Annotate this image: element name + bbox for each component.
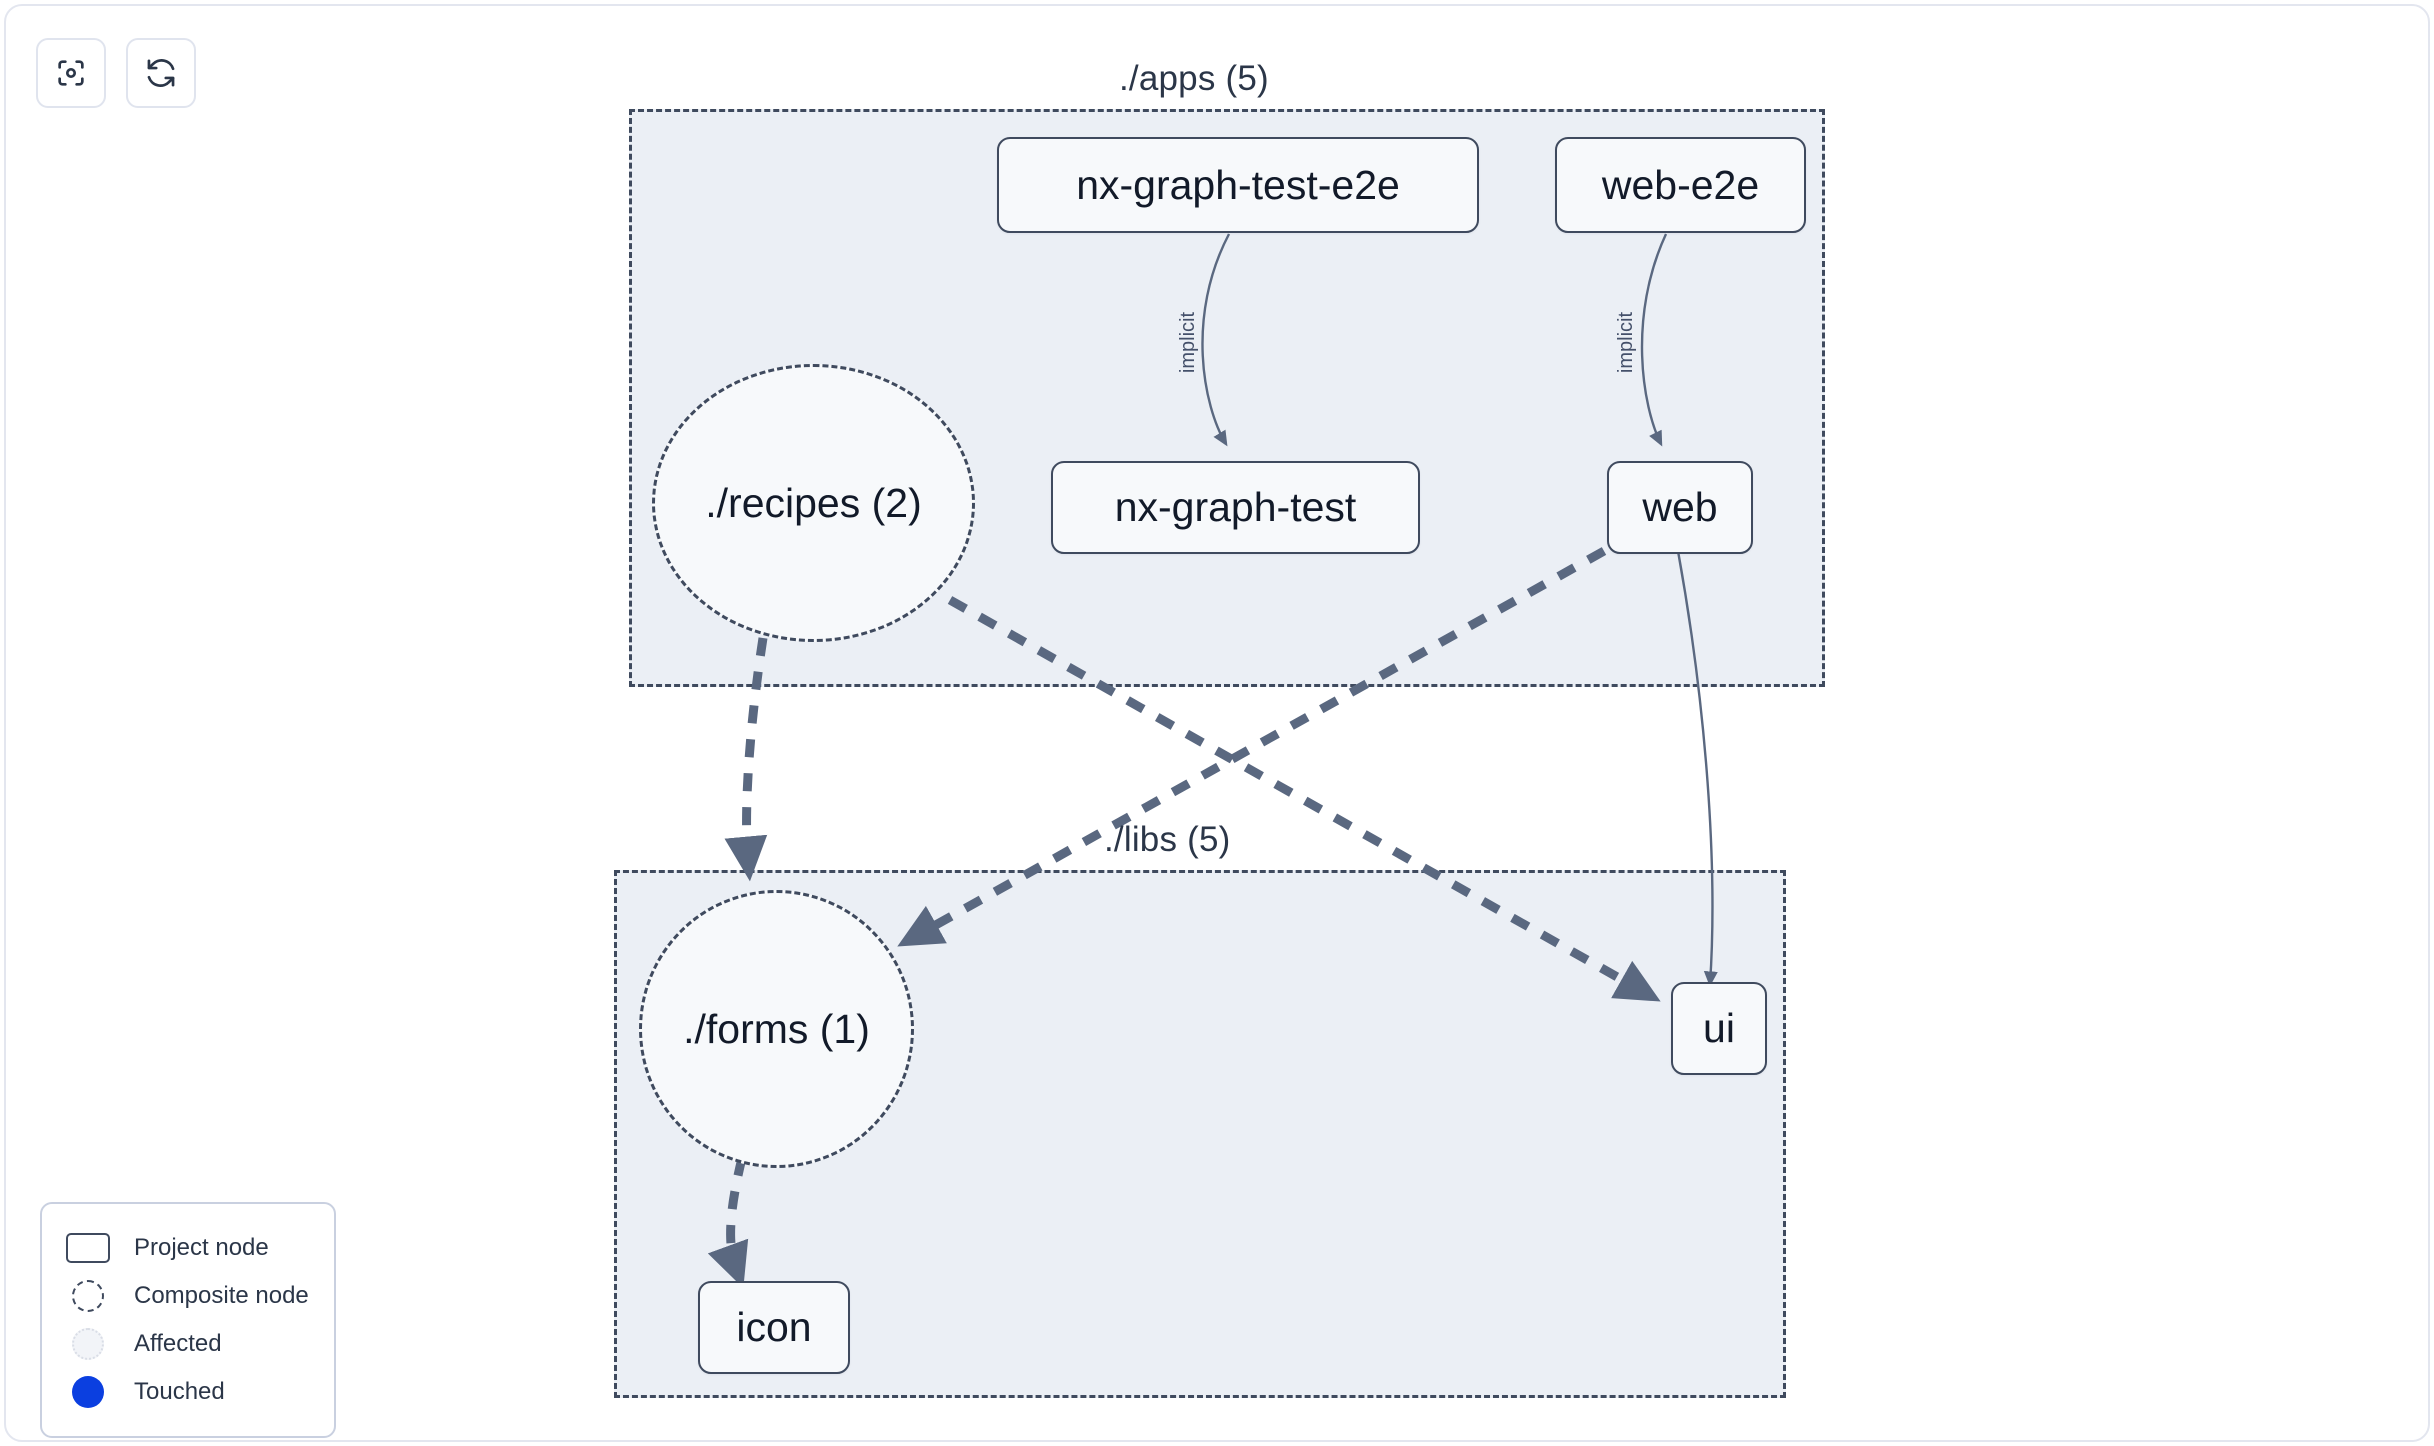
legend-item-project: Project node xyxy=(64,1224,312,1272)
project-graph-canvas[interactable]: ./apps (5) ./libs (5) xyxy=(6,6,2428,1440)
focus-target-icon xyxy=(54,56,88,90)
group-label-libs: ./libs (5) xyxy=(1104,820,1231,859)
legend-item-composite: Composite node xyxy=(64,1272,312,1320)
node-nx-graph-test[interactable]: nx-graph-test xyxy=(1051,461,1420,554)
edge-label-implicit-nx-graph-test: implicit xyxy=(1177,311,1200,374)
focus-graph-button[interactable] xyxy=(36,38,106,108)
group-label-apps: ./apps (5) xyxy=(1119,59,1269,98)
node-nx-graph-test-e2e[interactable]: nx-graph-test-e2e xyxy=(997,137,1479,233)
graph-legend: Project node Composite node Affected Tou… xyxy=(40,1202,336,1438)
legend-label-touched: Touched xyxy=(134,1378,225,1405)
project-node-swatch-icon xyxy=(64,1231,112,1265)
node-web-e2e[interactable]: web-e2e xyxy=(1555,137,1806,233)
node-ui[interactable]: ui xyxy=(1671,982,1767,1075)
touched-node-swatch-icon xyxy=(64,1375,112,1409)
node-web[interactable]: web xyxy=(1607,461,1753,554)
node-forms[interactable]: ./forms (1) xyxy=(639,890,914,1168)
edge-label-implicit-web: implicit xyxy=(1615,311,1638,374)
app-frame: ./apps (5) ./libs (5) xyxy=(4,4,2430,1442)
graph-toolbar xyxy=(36,38,196,108)
composite-node-swatch-icon xyxy=(64,1279,112,1313)
node-recipes[interactable]: ./recipes (2) xyxy=(652,364,975,642)
affected-node-swatch-icon xyxy=(64,1327,112,1361)
legend-label-affected: Affected xyxy=(134,1330,222,1357)
legend-item-affected: Affected xyxy=(64,1320,312,1368)
legend-label-composite: Composite node xyxy=(134,1282,309,1309)
refresh-icon xyxy=(144,56,178,90)
node-icon[interactable]: icon xyxy=(698,1281,850,1374)
legend-item-touched: Touched xyxy=(64,1368,312,1416)
legend-label-project: Project node xyxy=(134,1234,269,1261)
refresh-graph-button[interactable] xyxy=(126,38,196,108)
